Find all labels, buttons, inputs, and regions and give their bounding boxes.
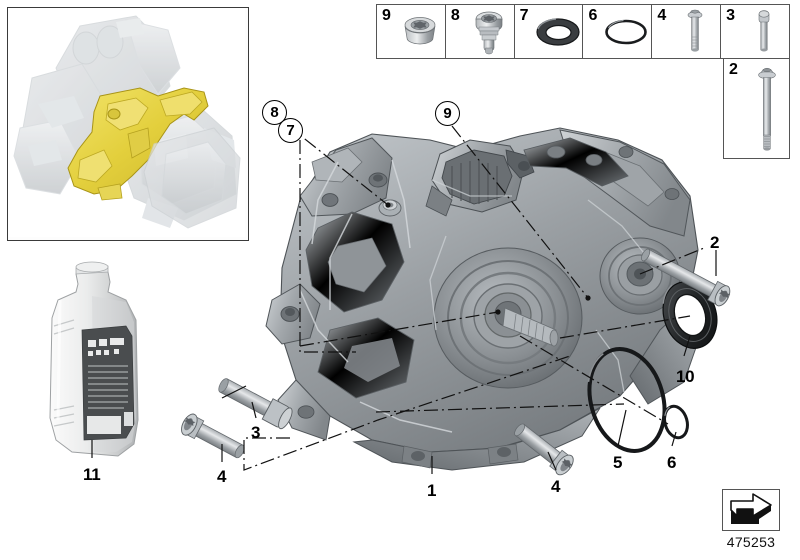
- legend-number-3: 3: [726, 7, 736, 24]
- flange-bolt-part-4-left: [181, 413, 245, 459]
- parts-legend: 9 8: [376, 4, 790, 59]
- parts-legend-row2: 2: [723, 59, 790, 159]
- leader-lines-solid: [91, 250, 717, 474]
- callout-7-label: 7: [286, 122, 295, 139]
- drain-plug-torx-icon: [399, 12, 441, 52]
- view-direction-arrow-box: [722, 489, 780, 531]
- leader-lines-dashdot: [243, 123, 705, 471]
- diagram-id: 475253: [726, 534, 776, 550]
- bottle-label-text-blocks: [88, 338, 124, 356]
- legend-number-4: 4: [657, 7, 667, 24]
- thick-seal-ring-icon: [535, 16, 581, 48]
- callout-9[interactable]: 9: [435, 101, 460, 126]
- legend-number-6: 6: [588, 7, 598, 24]
- callout-8-label: 8: [270, 104, 279, 121]
- legend-cell-2[interactable]: 2: [724, 59, 789, 158]
- gearbox-front-ghost: [143, 127, 241, 229]
- callout-7[interactable]: 7: [278, 118, 303, 143]
- actuator-module: [425, 139, 535, 217]
- overview-inset: [7, 7, 249, 241]
- legend-number-8: 8: [450, 7, 460, 24]
- large-o-ring-part-5: [587, 347, 667, 453]
- highlighted-transmission-housing: [67, 87, 209, 201]
- oil-bottle-part-11: [49, 261, 139, 457]
- callout-3[interactable]: 3: [251, 423, 261, 442]
- bottle-label-lines: [88, 365, 128, 409]
- callout-2[interactable]: 2: [710, 233, 720, 252]
- legend-cell-3[interactable]: 3: [721, 5, 789, 58]
- legend-cell-4[interactable]: 4: [652, 5, 722, 58]
- o-ring-icon: [604, 18, 648, 46]
- legend-number-2: 2: [729, 61, 738, 78]
- callout-11[interactable]: 11: [83, 465, 101, 484]
- leader-line-arrow-dots: [385, 202, 591, 315]
- hex-bolt-icon: [755, 9, 773, 54]
- legend-cell-9[interactable]: 9: [377, 5, 446, 58]
- legend-cell-8[interactable]: 8: [446, 5, 515, 58]
- flange-bolt-icon: [686, 9, 704, 55]
- long-bolt-part-2: [641, 248, 731, 307]
- callout-4-left[interactable]: 4: [217, 467, 227, 486]
- legend-cell-6[interactable]: 6: [583, 5, 653, 58]
- 3d-arrow-icon: [730, 493, 772, 524]
- callout-6[interactable]: 6: [667, 453, 677, 472]
- callout-4-bottom[interactable]: 4: [551, 477, 561, 496]
- long-flange-bolt-icon: [757, 65, 777, 153]
- housing-plug-detail: [378, 199, 402, 217]
- legend-number-7: 7: [519, 7, 529, 24]
- legend-cell-7[interactable]: 7: [515, 5, 584, 58]
- output-shaft-boss: [433, 247, 583, 389]
- callout-8[interactable]: 8: [262, 100, 287, 125]
- callout-5[interactable]: 5: [613, 453, 623, 472]
- transmission-housing-part-1: [265, 127, 701, 471]
- callout-10[interactable]: 10: [676, 367, 695, 386]
- shaft-seal-part-10: [662, 281, 718, 349]
- secondary-bearing-boss: [599, 237, 681, 315]
- flange-bolt-part-4-bottom: [514, 423, 574, 476]
- callout-1[interactable]: 1: [427, 481, 437, 500]
- callout-9-label: 9: [443, 105, 452, 122]
- small-o-ring-part-6: [663, 404, 689, 440]
- stepped-plug-torx-icon: [472, 8, 506, 56]
- legend-number-9: 9: [382, 7, 391, 24]
